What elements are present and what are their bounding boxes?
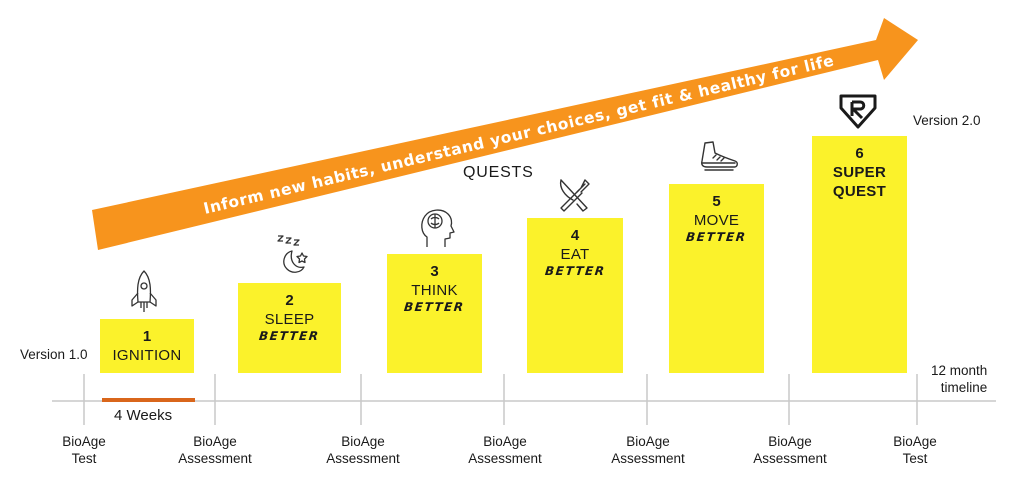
version-start-label: Version 1.0 <box>20 347 88 362</box>
quest-number: 4 <box>570 227 580 244</box>
sneaker-icon <box>701 141 738 171</box>
quest-box-1: 1 IGNITION <box>100 319 194 373</box>
milestone-line2: Test <box>902 451 928 466</box>
sleep-moon-icon <box>277 235 308 273</box>
quest-name: SUPER <box>832 164 887 181</box>
quest-better: BETTER <box>403 300 466 314</box>
milestone-line2: Assessment <box>326 451 400 466</box>
milestone-label: BioAge Assessment <box>735 433 845 467</box>
milestone-line2: Assessment <box>611 451 685 466</box>
superquest-logo-icon <box>839 94 877 129</box>
quest-box-4: 4 EAT BETTER <box>527 218 623 373</box>
timeline-end-label: 12 month timeline <box>931 362 987 396</box>
quest-number: 2 <box>285 292 294 309</box>
milestone-label: BioAge Assessment <box>593 433 703 467</box>
banner-arrow-shape <box>92 18 918 250</box>
timeline-end-line1: 12 month <box>931 363 988 378</box>
quest-name: IGNITION <box>112 347 182 364</box>
quest-name: SLEEP <box>264 311 315 328</box>
duration-label: 4 Weeks <box>114 407 173 424</box>
quest-name: MOVE <box>693 212 740 229</box>
fork-knife-icon <box>559 179 590 212</box>
milestone-label: BioAge Assessment <box>308 433 418 467</box>
quest-number: 6 <box>855 145 864 162</box>
quest-number: 5 <box>712 193 721 210</box>
milestone-label: BioAge Test <box>860 433 970 467</box>
rocket-icon <box>131 270 157 312</box>
quests-heading: QUESTS <box>463 164 534 181</box>
milestone-label: BioAge Test <box>29 433 139 467</box>
version-end-label: Version 2.0 <box>913 113 981 128</box>
milestone-line2: Test <box>71 451 97 466</box>
quest-box-6: 6 SUPER QUEST <box>812 136 907 373</box>
milestone-line1: BioAge <box>626 434 670 449</box>
quest-name: EAT <box>560 246 590 263</box>
milestone-line1: BioAge <box>483 434 527 449</box>
quest-number: 3 <box>430 263 439 280</box>
milestone-line2: Assessment <box>468 451 542 466</box>
quest-box-3: 3 THINK BETTER <box>387 254 482 373</box>
quest-better: BETTER <box>544 264 607 278</box>
milestone-line2: Assessment <box>178 451 252 466</box>
quest-box-5: 5 MOVE BETTER <box>669 184 764 373</box>
quest-name-line2: QUEST <box>832 183 887 200</box>
milestone-label: BioAge Assessment <box>160 433 270 467</box>
quest-box-2: 2 SLEEP BETTER <box>238 283 341 373</box>
milestone-line1: BioAge <box>341 434 385 449</box>
milestone-label: BioAge Assessment <box>450 433 560 467</box>
milestone-line1: BioAge <box>768 434 812 449</box>
quest-name: THINK <box>411 282 458 299</box>
quest-number: 1 <box>142 328 152 345</box>
milestone-line1: BioAge <box>193 434 237 449</box>
head-brain-icon <box>421 209 455 247</box>
milestone-line1: BioAge <box>893 434 937 449</box>
quest-better: BETTER <box>258 329 321 343</box>
quest-better: BETTER <box>685 230 748 244</box>
milestone-line1: BioAge <box>62 434 106 449</box>
milestone-line2: Assessment <box>753 451 827 466</box>
timeline-end-line2: timeline <box>940 380 988 395</box>
